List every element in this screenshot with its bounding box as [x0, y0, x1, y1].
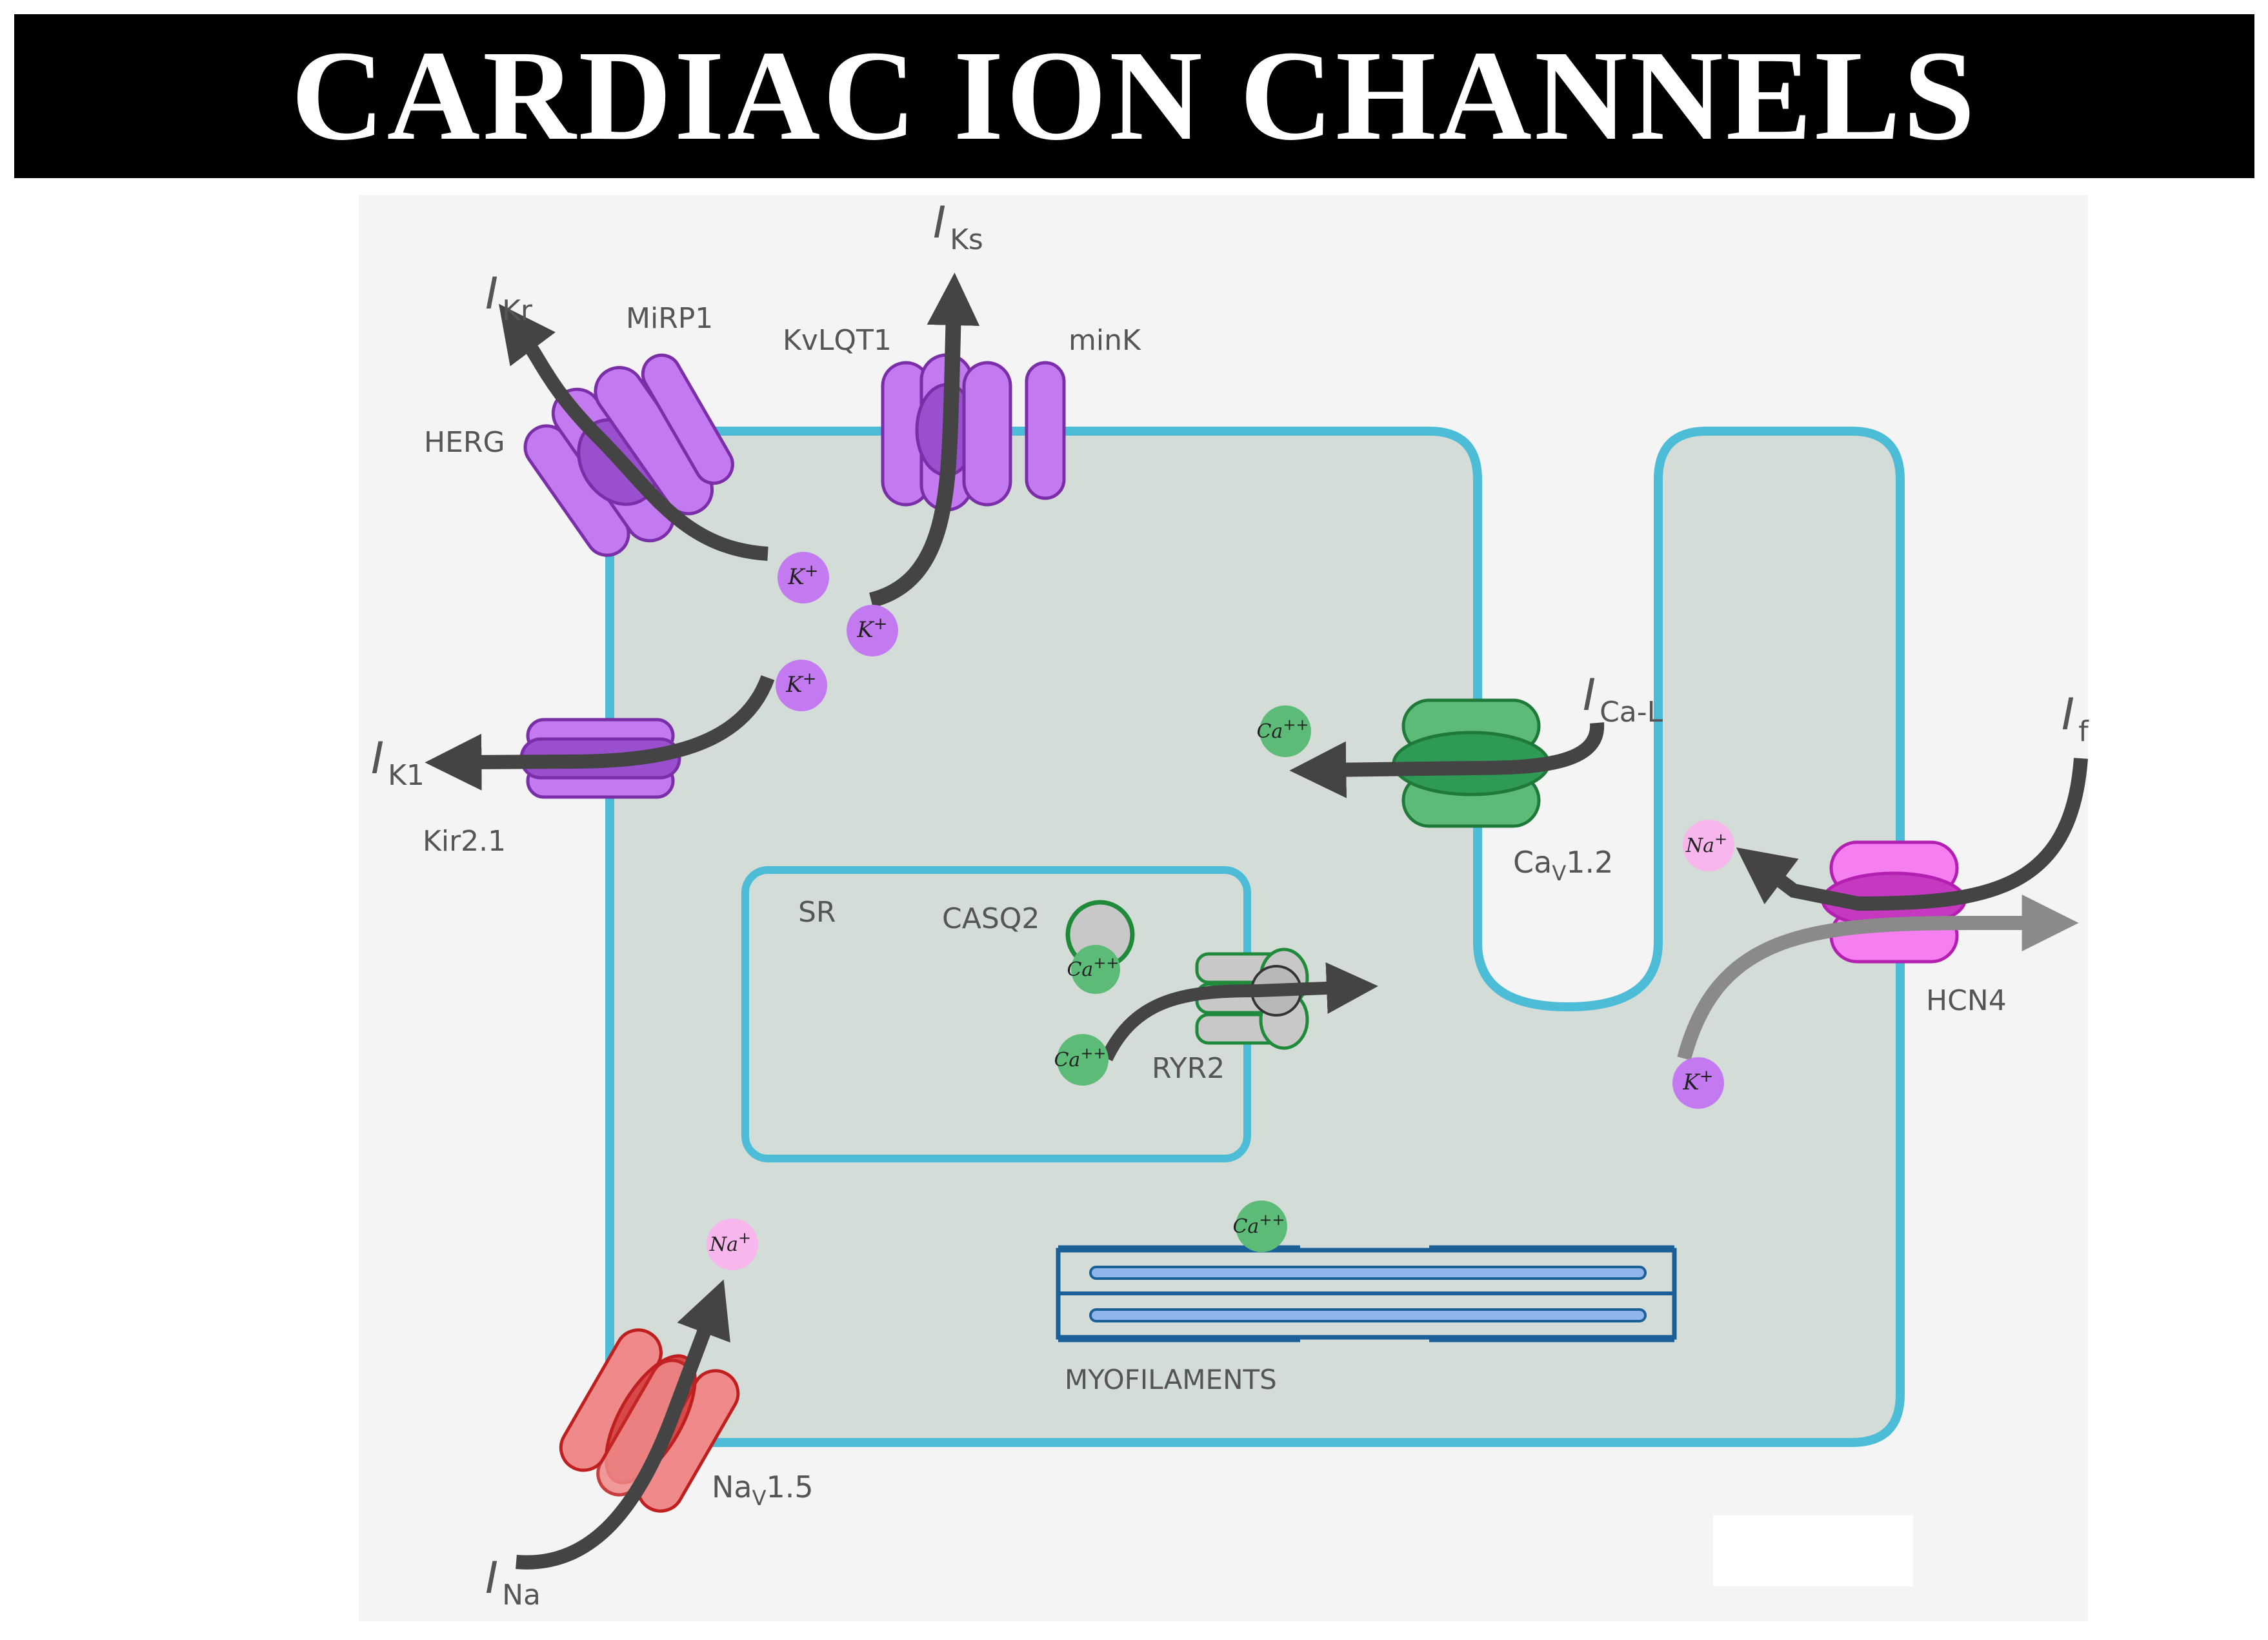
- svg-text:K+: K+: [1682, 1067, 1713, 1095]
- potassium-ion: K+: [778, 552, 829, 603]
- thin-filament-bottom: [1089, 1308, 1647, 1322]
- svg-text:Ca++: Ca++: [1067, 954, 1119, 981]
- svg-text:Ca++: Ca++: [1232, 1211, 1285, 1238]
- nav15-label: NaV1.5: [712, 1470, 814, 1510]
- calcium-ion: Ca++: [1232, 1200, 1287, 1252]
- sodium-ion: Na+: [1683, 820, 1734, 871]
- svg-text:Na+: Na+: [709, 1229, 751, 1256]
- casq2-label: CASQ2: [942, 902, 1039, 935]
- calcium-ion: Ca++: [1256, 705, 1311, 757]
- ryr2-label: RYR2: [1152, 1052, 1225, 1085]
- ryr2-channel: [1195, 947, 1309, 1050]
- nav15-channel: [559, 1328, 740, 1513]
- calcium-ion: Ca++: [1054, 1034, 1109, 1086]
- ical-arrow: [1289, 722, 1605, 798]
- cav12-label: CaV1.2: [1513, 845, 1613, 886]
- svg-text:K+: K+: [856, 614, 887, 643]
- potassium-ion: K+: [1672, 1057, 1724, 1109]
- sr-label: SR: [798, 896, 836, 929]
- herg-label: HERG: [424, 426, 505, 459]
- mirp1-label: MiRP1: [626, 302, 713, 335]
- potassium-ion: K+: [776, 660, 827, 711]
- myofilaments-label: MYOFILAMENTS: [1065, 1364, 1277, 1395]
- sodium-ion: Na+: [707, 1219, 758, 1270]
- thin-filament-top: [1089, 1266, 1647, 1280]
- ik1-arrow: [425, 675, 775, 791]
- page-title: CARDIAC ION CHANNELS: [291, 25, 1978, 167]
- title-banner: CARDIAC ION CHANNELS: [14, 14, 2254, 178]
- svg-text:Na+: Na+: [1685, 830, 1727, 857]
- svg-text:Ca++: Ca++: [1054, 1044, 1106, 1071]
- hcn4-label: HCN4: [1926, 984, 2007, 1017]
- calcium-ion: Ca++: [1067, 945, 1120, 994]
- kvlqt1-label: KvLQT1: [783, 324, 892, 357]
- ikr-arrow: [499, 303, 768, 561]
- svg-text:K+: K+: [787, 562, 818, 590]
- kir21-label: Kir2.1: [423, 825, 506, 858]
- svg-text:K+: K+: [785, 669, 816, 698]
- blank-label-box: [1713, 1515, 1913, 1586]
- svg-text:Ca++: Ca++: [1256, 716, 1309, 743]
- myofilaments: [1056, 1245, 1677, 1342]
- if-na-influx-arrow: [1736, 758, 2088, 911]
- potassium-ion: K+: [847, 605, 898, 656]
- iks-arrow: [868, 272, 980, 608]
- mink-subunit: [1025, 361, 1066, 500]
- ina-arrow: [516, 1279, 730, 1570]
- mirp1-subunit: [641, 353, 734, 485]
- if-k-efflux-arrow: [1677, 895, 2079, 1060]
- mink-label: minK: [1069, 324, 1141, 357]
- ryr2-arrow: [1100, 962, 1378, 1062]
